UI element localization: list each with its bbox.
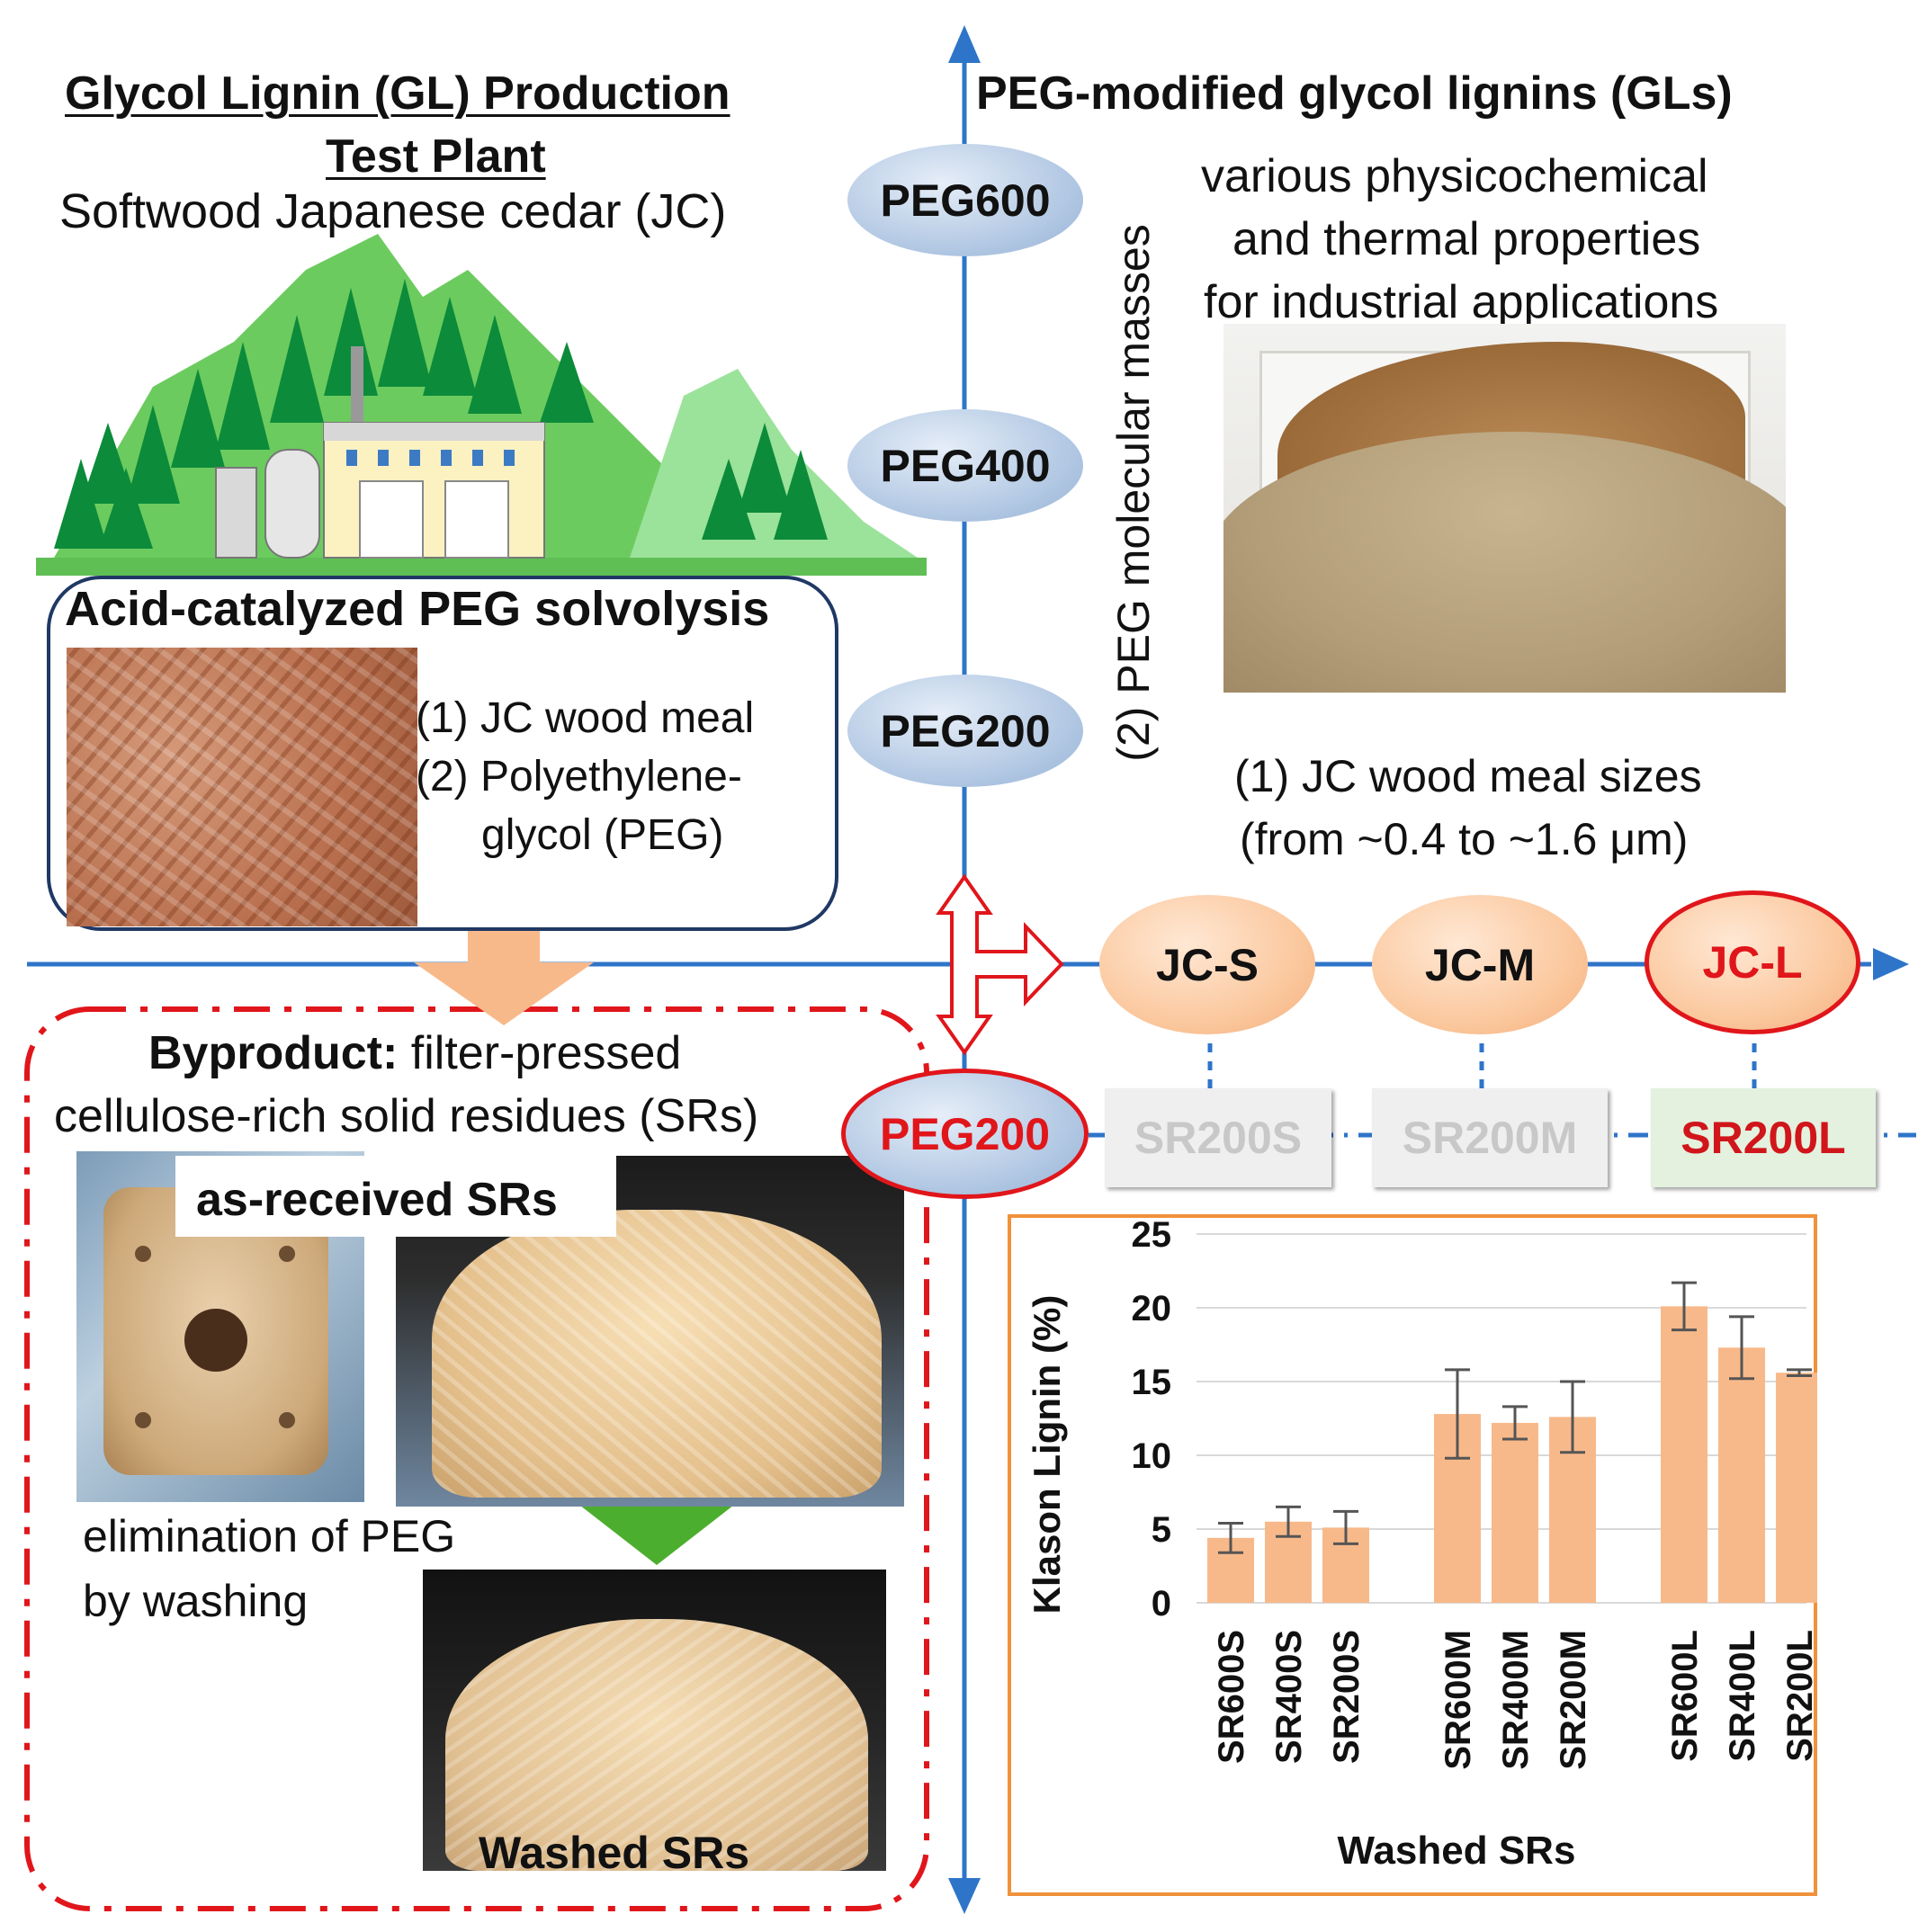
y-tick-label: 15 bbox=[1132, 1363, 1172, 1402]
plant-subtitle: Softwood Japanese cedar (JC) bbox=[59, 184, 727, 238]
bar-SR200L bbox=[1776, 1373, 1817, 1603]
x-tick-label: SR400S bbox=[1269, 1630, 1309, 1764]
y-tick-label: 25 bbox=[1132, 1215, 1172, 1255]
byproduct-frame bbox=[24, 1006, 929, 1911]
x-axis-arrowhead bbox=[1873, 948, 1909, 980]
solvolysis-item1: (1) JC wood meal bbox=[416, 694, 755, 742]
elimination-line2: by washing bbox=[83, 1576, 309, 1626]
y-axis-arrowhead-bottom bbox=[948, 1878, 981, 1914]
as-received-label: as-received SRs bbox=[196, 1174, 558, 1226]
gl-desc-line1: various physicochemical bbox=[1201, 150, 1708, 202]
solvolysis-item2-line1: (2) Polyethylene- bbox=[416, 753, 742, 801]
y-tick-label: 20 bbox=[1132, 1289, 1172, 1328]
x-tick-label: SR600L bbox=[1665, 1630, 1705, 1762]
bar-SR400L bbox=[1718, 1347, 1765, 1603]
gl-desc-line2: and thermal properties bbox=[1232, 213, 1701, 265]
down-arrow-orange bbox=[414, 913, 594, 1025]
y-tick-label: 10 bbox=[1132, 1436, 1172, 1476]
jc-node-medium: JC-M bbox=[1372, 895, 1588, 1034]
x-tick-label: SR200M bbox=[1554, 1630, 1593, 1770]
x-tick-label: SR400L bbox=[1723, 1630, 1762, 1762]
x-tick-label: SR400M bbox=[1496, 1630, 1536, 1770]
sr-box-200s: SR200S bbox=[1105, 1088, 1331, 1187]
gl-powder-photo bbox=[1223, 324, 1786, 693]
peg-node-400: PEG400 bbox=[847, 409, 1083, 522]
byproduct-line1: Byproduct: filter-pressed bbox=[148, 1030, 681, 1077]
x-tick-label: SR600M bbox=[1439, 1630, 1478, 1770]
x-tick-label: SR600S bbox=[1212, 1630, 1251, 1764]
wood-meal-photo bbox=[67, 648, 417, 926]
peg-node-600: PEG600 bbox=[847, 144, 1083, 256]
x-axis-label-line1: (1) JC wood meal sizes bbox=[1234, 751, 1702, 801]
y-axis-arrowhead bbox=[948, 25, 981, 63]
peg-node-200-selected: PEG200 bbox=[841, 1069, 1089, 1199]
peg-node-200: PEG200 bbox=[847, 675, 1083, 787]
bar-SR400M bbox=[1492, 1422, 1538, 1603]
bar-SR600L bbox=[1661, 1306, 1707, 1603]
byproduct-label: Byproduct: bbox=[148, 1027, 399, 1079]
jc-node-small: JC-S bbox=[1099, 895, 1315, 1034]
elimination-line1: elimination of PEG bbox=[83, 1511, 456, 1561]
y-tick-label: 5 bbox=[1152, 1510, 1171, 1550]
x-axis-title: Washed SRs bbox=[1338, 1829, 1576, 1873]
gl-title: PEG-modified glycol lignins (GLs) bbox=[976, 67, 1733, 120]
x-tick-label: SR200S bbox=[1327, 1630, 1367, 1764]
plant-title-line2: Test Plant bbox=[326, 130, 546, 183]
as-received-sr-photo bbox=[396, 1156, 904, 1507]
solvolysis-item2-line2: glycol (PEG) bbox=[481, 811, 724, 859]
y-axis-title: Klason Lignin (%) bbox=[1026, 1295, 1068, 1614]
byproduct-label-rest: filter-pressed bbox=[398, 1027, 682, 1079]
selection-arrow bbox=[936, 873, 1064, 1056]
sr-box-200m: SR200M bbox=[1372, 1088, 1608, 1187]
plant-title-line1: Glycol Lignin (GL) Production bbox=[65, 67, 730, 120]
washed-sr-label: Washed SRs bbox=[479, 1828, 750, 1878]
y-axis-label: (2) PEG molecular masses bbox=[1108, 224, 1159, 762]
sr-box-200l: SR200L bbox=[1651, 1088, 1876, 1187]
down-arrow-green bbox=[576, 1453, 738, 1565]
solvolysis-title: Acid-catalyzed PEG solvolysis bbox=[65, 582, 770, 636]
x-axis-label-line2: (from ~0.4 to ~1.6 μm) bbox=[1240, 814, 1689, 864]
washed-sr-photo bbox=[423, 1570, 886, 1871]
y-tick-label: 0 bbox=[1152, 1584, 1171, 1623]
jc-node-large: JC-L bbox=[1645, 890, 1860, 1034]
byproduct-line2: cellulose-rich solid residues (SRs) bbox=[54, 1090, 759, 1142]
gl-desc-line3: for industrial applications bbox=[1204, 276, 1719, 328]
plant-illustration bbox=[36, 234, 927, 576]
as-received-label-bg bbox=[175, 1156, 616, 1237]
x-tick-label: SR200L bbox=[1780, 1630, 1817, 1762]
